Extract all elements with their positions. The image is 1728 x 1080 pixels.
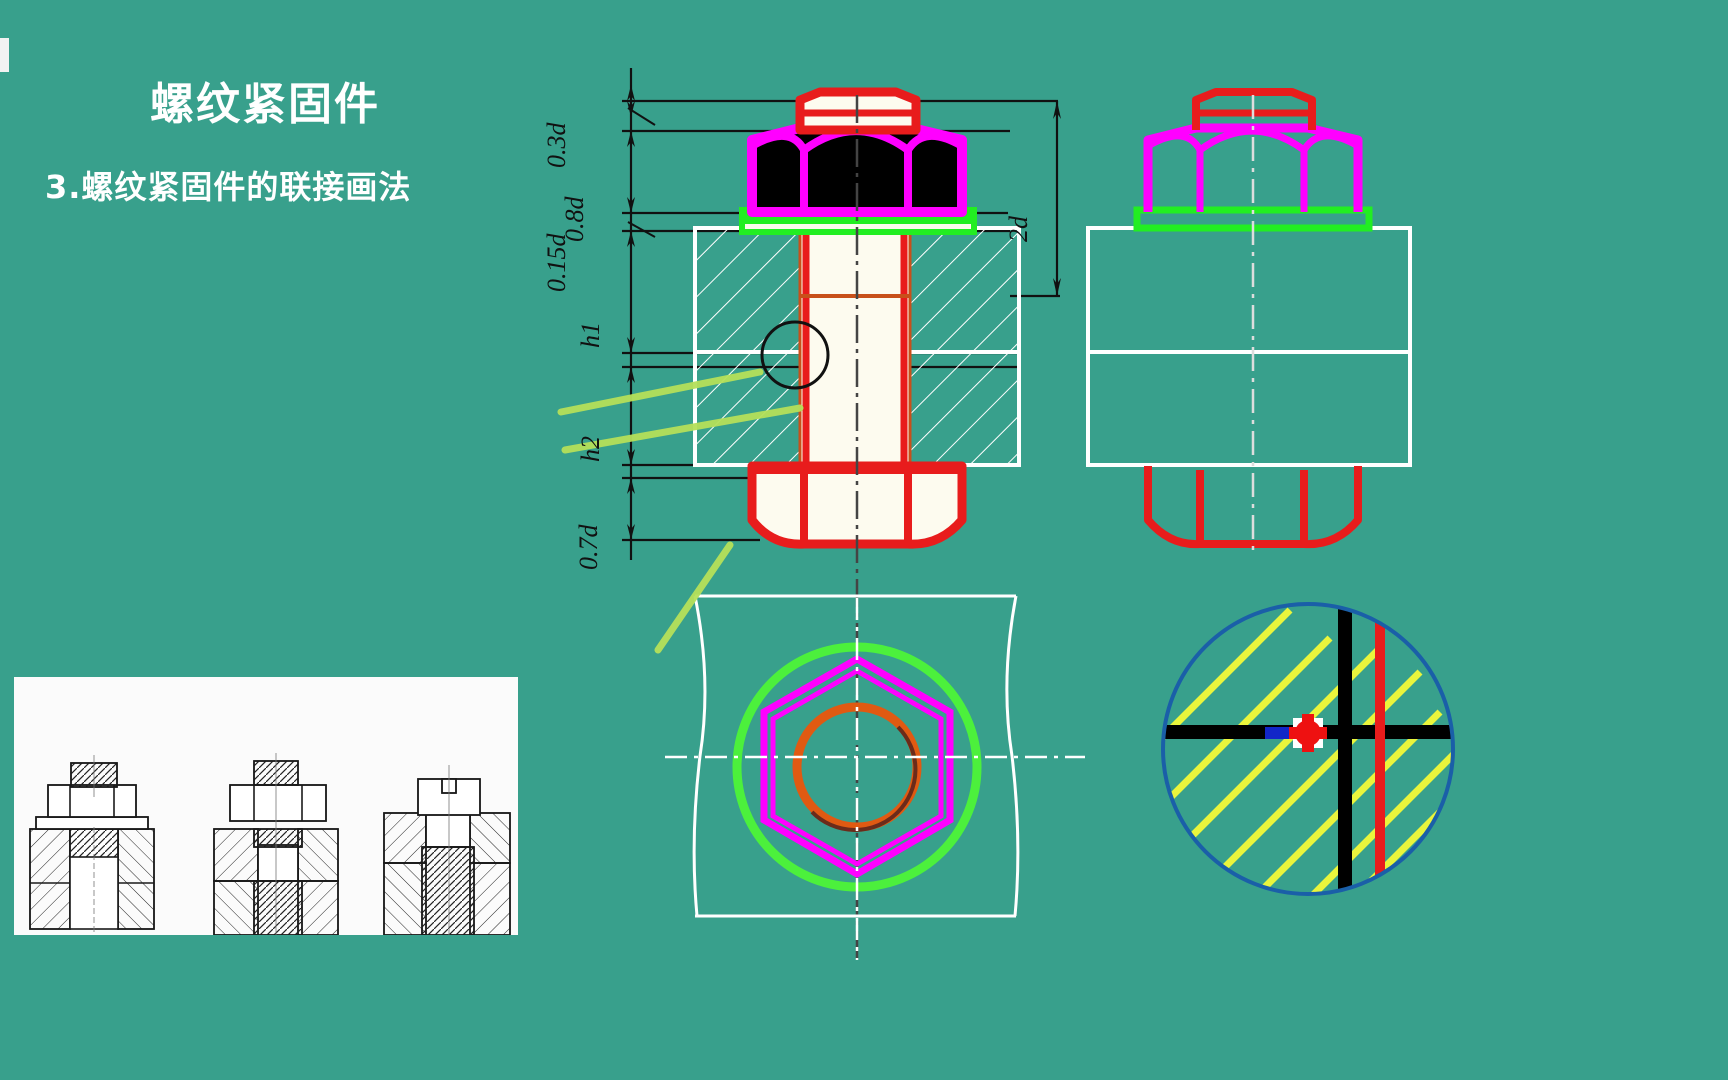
front-simplified-view (1086, 88, 1412, 552)
thread-inner-arc (810, 725, 918, 832)
cursor-marker[interactable] (1289, 714, 1327, 752)
dimension-label-h2: h2 (576, 436, 605, 462)
dimension-chain-left (627, 68, 635, 560)
reference-item-bolt (29, 755, 155, 933)
dimension-label-0-15d: 0.15d (542, 233, 571, 293)
front-sectional-view (693, 87, 1021, 965)
page-title: 螺纹紧固件 (150, 79, 380, 130)
reference-item-stud (213, 753, 339, 936)
detail-enlargement-view (1161, 602, 1455, 896)
dimension-label-0-7d: 0.7d (574, 524, 603, 571)
hex-nut-outline (760, 654, 954, 879)
hex-nut-outline-inner (770, 668, 944, 867)
reference-examples-panel (14, 677, 518, 936)
dimension-label-2d: 2d (1004, 216, 1033, 242)
detail-indicator-circle (760, 320, 830, 390)
lower-hex-nut-simplified (1144, 466, 1362, 549)
page-subtitle: 3.螺纹紧固件的联接画法 (45, 168, 412, 206)
dimension-2d (1053, 101, 1061, 296)
detail-boundary-circle (1161, 602, 1455, 896)
dimension-label-h1: h1 (576, 322, 605, 348)
corner-accent-bar (0, 38, 9, 72)
dimension-label-0-3d: 0.3d (542, 122, 571, 169)
hex-nut (747, 123, 967, 217)
bolt-shank (798, 213, 912, 465)
dimension-leader-lines (627, 107, 656, 238)
top-view-boundary (692, 594, 1020, 918)
top-view (665, 594, 1085, 960)
reference-item-screw (383, 765, 511, 936)
callout-leader-lines (557, 368, 804, 654)
